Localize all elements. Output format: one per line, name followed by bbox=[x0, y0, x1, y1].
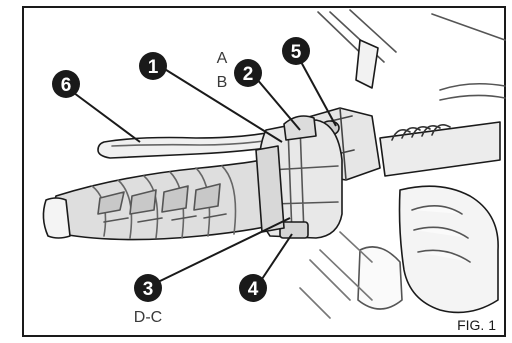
callout-2: 2 bbox=[234, 59, 262, 87]
letter-label-b: B bbox=[217, 74, 228, 91]
figure-caption: FIG. 1 bbox=[457, 317, 496, 333]
switch-rocker bbox=[284, 116, 316, 140]
letter-label-dc: D-C bbox=[134, 309, 162, 326]
grip-end bbox=[43, 198, 70, 238]
callout-number: 1 bbox=[148, 57, 159, 78]
letter-label-a: A bbox=[217, 50, 228, 67]
callout-3: 3 bbox=[134, 274, 162, 302]
callout-number: 6 bbox=[61, 75, 72, 96]
callout-number: 2 bbox=[243, 64, 254, 85]
callout-number: 3 bbox=[143, 279, 154, 300]
callout-4: 4 bbox=[239, 274, 267, 302]
callout-number: 4 bbox=[248, 279, 259, 300]
callout-5: 5 bbox=[282, 37, 310, 65]
callout-6: 6 bbox=[52, 70, 80, 98]
callout-1: 1 bbox=[139, 52, 167, 80]
callout-number: 5 bbox=[291, 42, 302, 63]
